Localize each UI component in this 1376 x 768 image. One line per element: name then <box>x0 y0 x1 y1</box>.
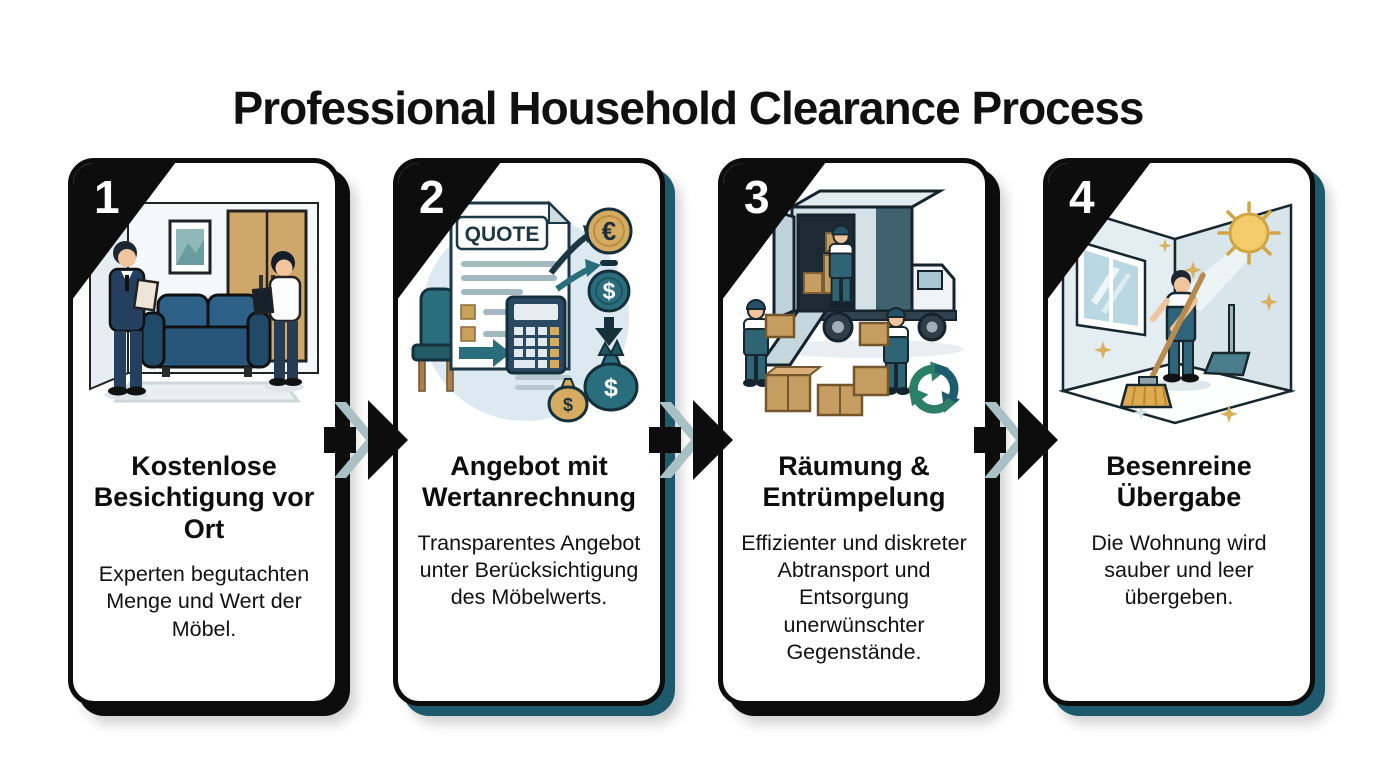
quote-scene-icon: QUOTE <box>411 200 639 423</box>
step-number: 3 <box>744 171 770 223</box>
step-description: Effizienter und diskreter Abtransport un… <box>741 530 967 664</box>
text-line <box>515 375 571 380</box>
step-heading: Kostenlose Besichtigung vor Ort <box>93 451 315 544</box>
step-heading: Räumung & Entrümpelung <box>762 451 946 513</box>
cardboard-box-icon <box>858 321 890 347</box>
euro-coin-icon: € <box>585 207 633 255</box>
right-arrow-icon <box>974 400 1058 480</box>
handover-scene-icon <box>1058 201 1296 425</box>
sofa-icon <box>140 293 272 377</box>
worker-left <box>742 299 796 388</box>
right-arrow-icon <box>324 400 408 480</box>
sparkle-icon <box>1094 239 1278 423</box>
dollar-coin-icon: $ <box>587 269 631 313</box>
calculator-icon <box>505 295 567 375</box>
step-number: 2 <box>419 171 445 223</box>
right-arrow-icon <box>649 400 733 480</box>
quote-illustration: QUOTE <box>398 163 660 445</box>
quote-label: QUOTE <box>465 223 540 246</box>
clearance-illustration <box>723 163 985 445</box>
down-arrow-icon <box>595 317 623 346</box>
money-bag-icon: $ <box>583 338 639 412</box>
cardboard-box-icon <box>764 313 796 339</box>
step-description: Experten begutachten Menge und Wert der … <box>98 561 310 641</box>
step-description: Transparentes Angebot unter Berücksichti… <box>417 530 641 610</box>
handover-illustration <box>1048 163 1310 445</box>
page-title: Professional Household Clearance Process <box>232 81 1144 134</box>
curved-arrow-teal <box>555 259 601 292</box>
step-arrow-3-4 <box>974 400 1058 480</box>
clipboard-icon <box>132 278 160 312</box>
inspector-woman <box>251 251 304 392</box>
step-arrow-2-3 <box>649 400 733 480</box>
empty-room <box>1058 203 1296 425</box>
clipboard-icon <box>251 287 275 315</box>
broom-icon <box>1119 272 1206 409</box>
recycling-icon <box>908 361 960 414</box>
svg-text:$: $ <box>563 395 573 415</box>
rear-door-panel <box>772 208 796 322</box>
moving-truck-icon <box>757 189 957 367</box>
money-bag-small-icon: $ <box>547 378 589 423</box>
step-heading: Besenreine Übergabe <box>1106 451 1252 513</box>
svg-text:$: $ <box>604 374 618 402</box>
dustpan-icon <box>1203 304 1251 377</box>
step-card-1: 1 <box>68 158 340 706</box>
window-icon <box>1075 239 1147 337</box>
step-number: 1 <box>94 171 120 223</box>
step-description: Die Wohnung wird sauber und leer übergeb… <box>1091 530 1267 610</box>
step-number: 4 <box>1069 171 1095 223</box>
step-heading: Angebot mit Wertanrechnung <box>421 451 637 513</box>
arrow-to-calculator <box>459 339 511 367</box>
ground-boxes <box>763 365 890 417</box>
step-arrow-1-2 <box>324 400 408 480</box>
inspector-man <box>104 241 160 400</box>
picture-frame-icon <box>168 219 212 275</box>
worker-right <box>858 307 911 396</box>
text-line <box>515 385 555 390</box>
svg-text:€: € <box>602 216 616 246</box>
step-card-3: 3 <box>718 158 990 706</box>
minus-sign <box>600 260 618 266</box>
clearance-scene-icon <box>742 189 964 417</box>
step-card-2: 2 QUOTE <box>393 158 665 706</box>
step-card-4: 4 <box>1043 158 1315 706</box>
ground-shadow <box>772 340 964 358</box>
svg-text:$: $ <box>603 278 616 304</box>
cab-window <box>917 270 943 290</box>
